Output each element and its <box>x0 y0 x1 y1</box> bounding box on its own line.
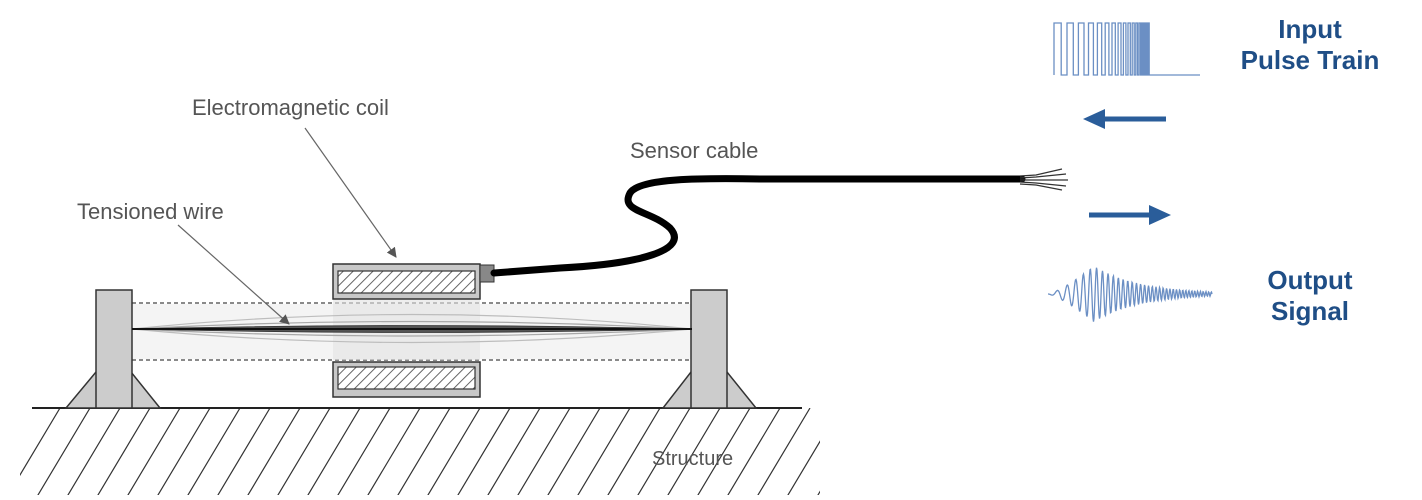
input-title-line2: Pulse Train <box>1240 45 1380 75</box>
structure-label: Structure <box>652 448 734 470</box>
input-title-line1: Input <box>1278 14 1342 44</box>
left-anchor-block <box>64 289 162 409</box>
right-anchor-block <box>661 289 758 409</box>
callout-arrows <box>177 127 397 325</box>
electromagnetic-coil <box>332 263 495 398</box>
output-direction-arrow-icon <box>1089 205 1171 225</box>
cable-label: Sensor cable <box>630 138 759 163</box>
output-title-line2: Signal <box>1270 296 1349 326</box>
input-title: Input Pulse Train <box>1220 14 1400 76</box>
output-title-line1: Output <box>1267 265 1353 295</box>
output-title: Output Signal <box>1220 265 1400 327</box>
structure-ground <box>20 407 820 495</box>
input-pulse-train <box>1053 22 1200 76</box>
output-signal-waveform <box>1048 267 1213 322</box>
input-direction-arrow-icon <box>1083 109 1166 129</box>
tensioned-wire <box>131 313 693 344</box>
sensor-cable <box>490 168 1068 277</box>
coil-label: Electromagnetic coil <box>192 95 389 120</box>
wire-label: Tensioned wire <box>77 199 224 224</box>
